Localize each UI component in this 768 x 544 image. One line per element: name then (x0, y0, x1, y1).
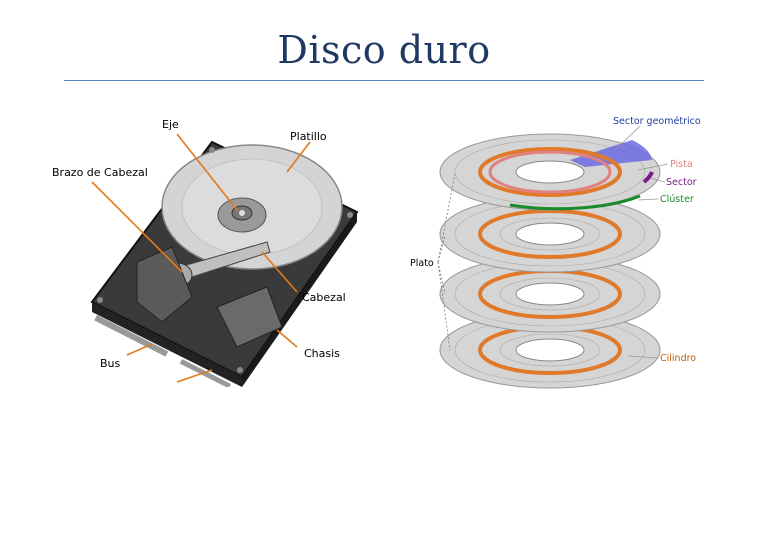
label-brazo-de-cabezal: Brazo de Cabezal (52, 166, 148, 179)
label-cilindro: Cilindro (660, 353, 696, 364)
slide-title: Disco duro (277, 28, 491, 72)
label-pista: Pista (670, 159, 693, 170)
cluster-arc (509, 194, 641, 211)
label-sector: Sector (666, 177, 697, 188)
title-divider (64, 80, 704, 81)
hard-drive-illustration: Eje Platillo Brazo de Cabezal Cabezal Ch… (52, 118, 359, 387)
platter-3 (439, 255, 661, 333)
sector-arc (642, 171, 654, 184)
label-bus: Bus (100, 357, 121, 370)
label-sector-geometrico: Sector geométrico (613, 116, 701, 127)
label-cluster: Clúster (660, 194, 694, 205)
label-plato: Plato (410, 258, 434, 269)
label-eje: Eje (162, 118, 179, 131)
label-chasis: Chasis (304, 347, 340, 360)
sector-geometrico-wedge (570, 140, 652, 167)
pista-ring (488, 150, 612, 194)
hdd-chassis-side (92, 302, 242, 387)
platter-1 (439, 133, 661, 211)
platter-2 (439, 195, 661, 273)
label-cabezal: Cabezal (302, 291, 346, 304)
platter-stack-diagram: Sector geométrico Pista Sector Clúster P… (410, 116, 701, 389)
label-platillo: Platillo (290, 130, 327, 143)
